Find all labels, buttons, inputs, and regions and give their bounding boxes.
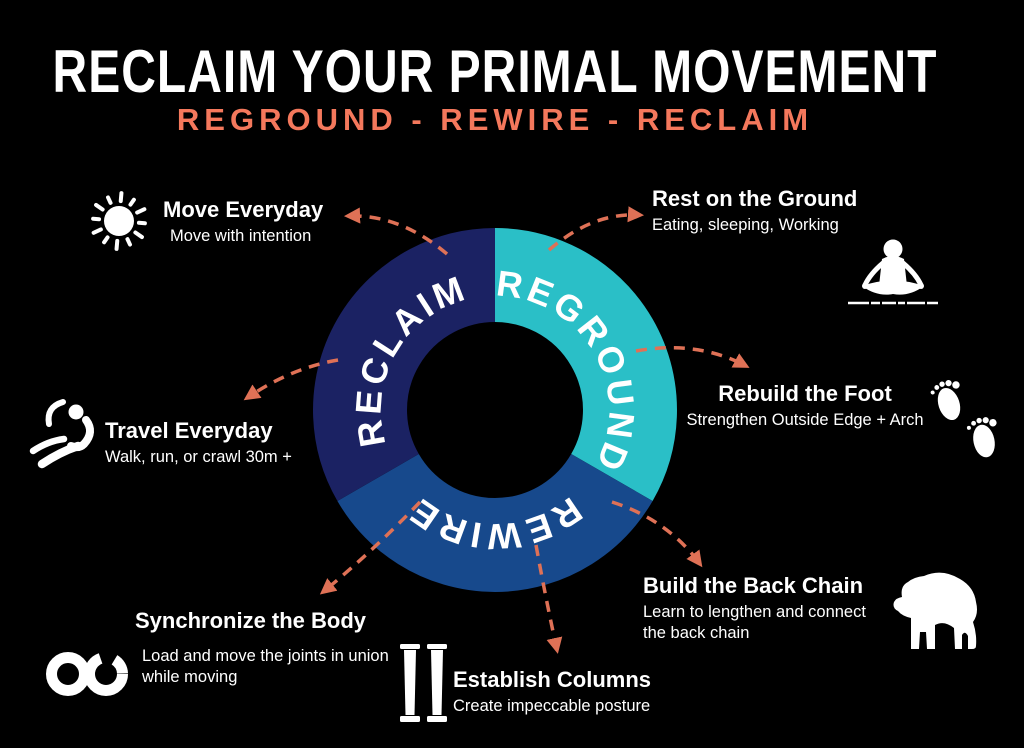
- callout-rest-on-ground: Rest on the Ground Eating, sleeping, Wor…: [652, 186, 857, 236]
- callout-move-everyday: Move Everyday Move with intention: [163, 197, 323, 247]
- callout-title: Rebuild the Foot: [718, 381, 892, 406]
- arrow-to-synchronize-body: [319, 500, 422, 595]
- connector-arrows: [243, 206, 750, 654]
- callout-title: Establish Columns: [453, 667, 652, 692]
- page-subtitle: REGROUND - REWIRE - RECLAIM: [176, 102, 814, 137]
- callout-subtitle: Strengthen Outside Edge + Arch: [686, 411, 924, 430]
- callout-subtitle: Eating, sleeping, Working: [652, 216, 839, 235]
- footprints-icon: [930, 380, 997, 458]
- page-title: RECLAIM YOUR PRIMAL MOVEMENT: [52, 39, 938, 106]
- meditation-icon: [848, 239, 938, 305]
- arrow-to-travel-everyday: [243, 358, 339, 401]
- callout-title: Build the Back Chain: [643, 573, 864, 598]
- arrow-to-rebuild-foot: [635, 346, 750, 368]
- callout-title: Travel Everyday: [105, 418, 273, 443]
- callout-title: Move Everyday: [163, 197, 324, 222]
- callout-travel-everyday: Travel Everyday Walk, run, or crawl 30m …: [105, 418, 292, 468]
- callout-build-back-chain: Build the Back Chain Learn to lengthen a…: [643, 573, 881, 645]
- callout-rebuild-foot: Rebuild the Foot Strengthen Outside Edge…: [680, 381, 930, 431]
- wheel-segment-reclaim: [313, 228, 497, 501]
- wheel-segment-reground: [493, 228, 677, 501]
- arrow-to-build-back-chain: [611, 500, 703, 568]
- callout-subtitle: Load and move the joints in union while …: [142, 647, 389, 687]
- callout-subtitle: Walk, run, or crawl 30m +: [105, 448, 292, 467]
- wheel-segments: [313, 228, 677, 592]
- callout-subtitle: Move with intention: [170, 227, 312, 246]
- callout-establish-columns: Establish Columns Create impeccable post…: [453, 667, 651, 717]
- callout-subtitle: Create impeccable posture: [453, 697, 651, 716]
- wheel-segment-rewire: [337, 452, 653, 592]
- callout-title: Synchronize the Body: [135, 608, 367, 633]
- runner-icon: [29, 399, 94, 469]
- infinity-icon: [46, 652, 128, 696]
- callout-synchronize-body: Synchronize the Body Load and move the j…: [135, 608, 404, 689]
- arrow-to-establish-columns: [534, 544, 563, 654]
- gorilla-icon: [893, 572, 977, 649]
- callout-subtitle: Learn to lengthen and connect the back c…: [643, 603, 866, 643]
- sun-icon: [91, 191, 147, 251]
- arrow-to-move-everyday: [343, 207, 449, 256]
- columns-icon: [400, 644, 447, 722]
- callout-title: Rest on the Ground: [652, 186, 858, 211]
